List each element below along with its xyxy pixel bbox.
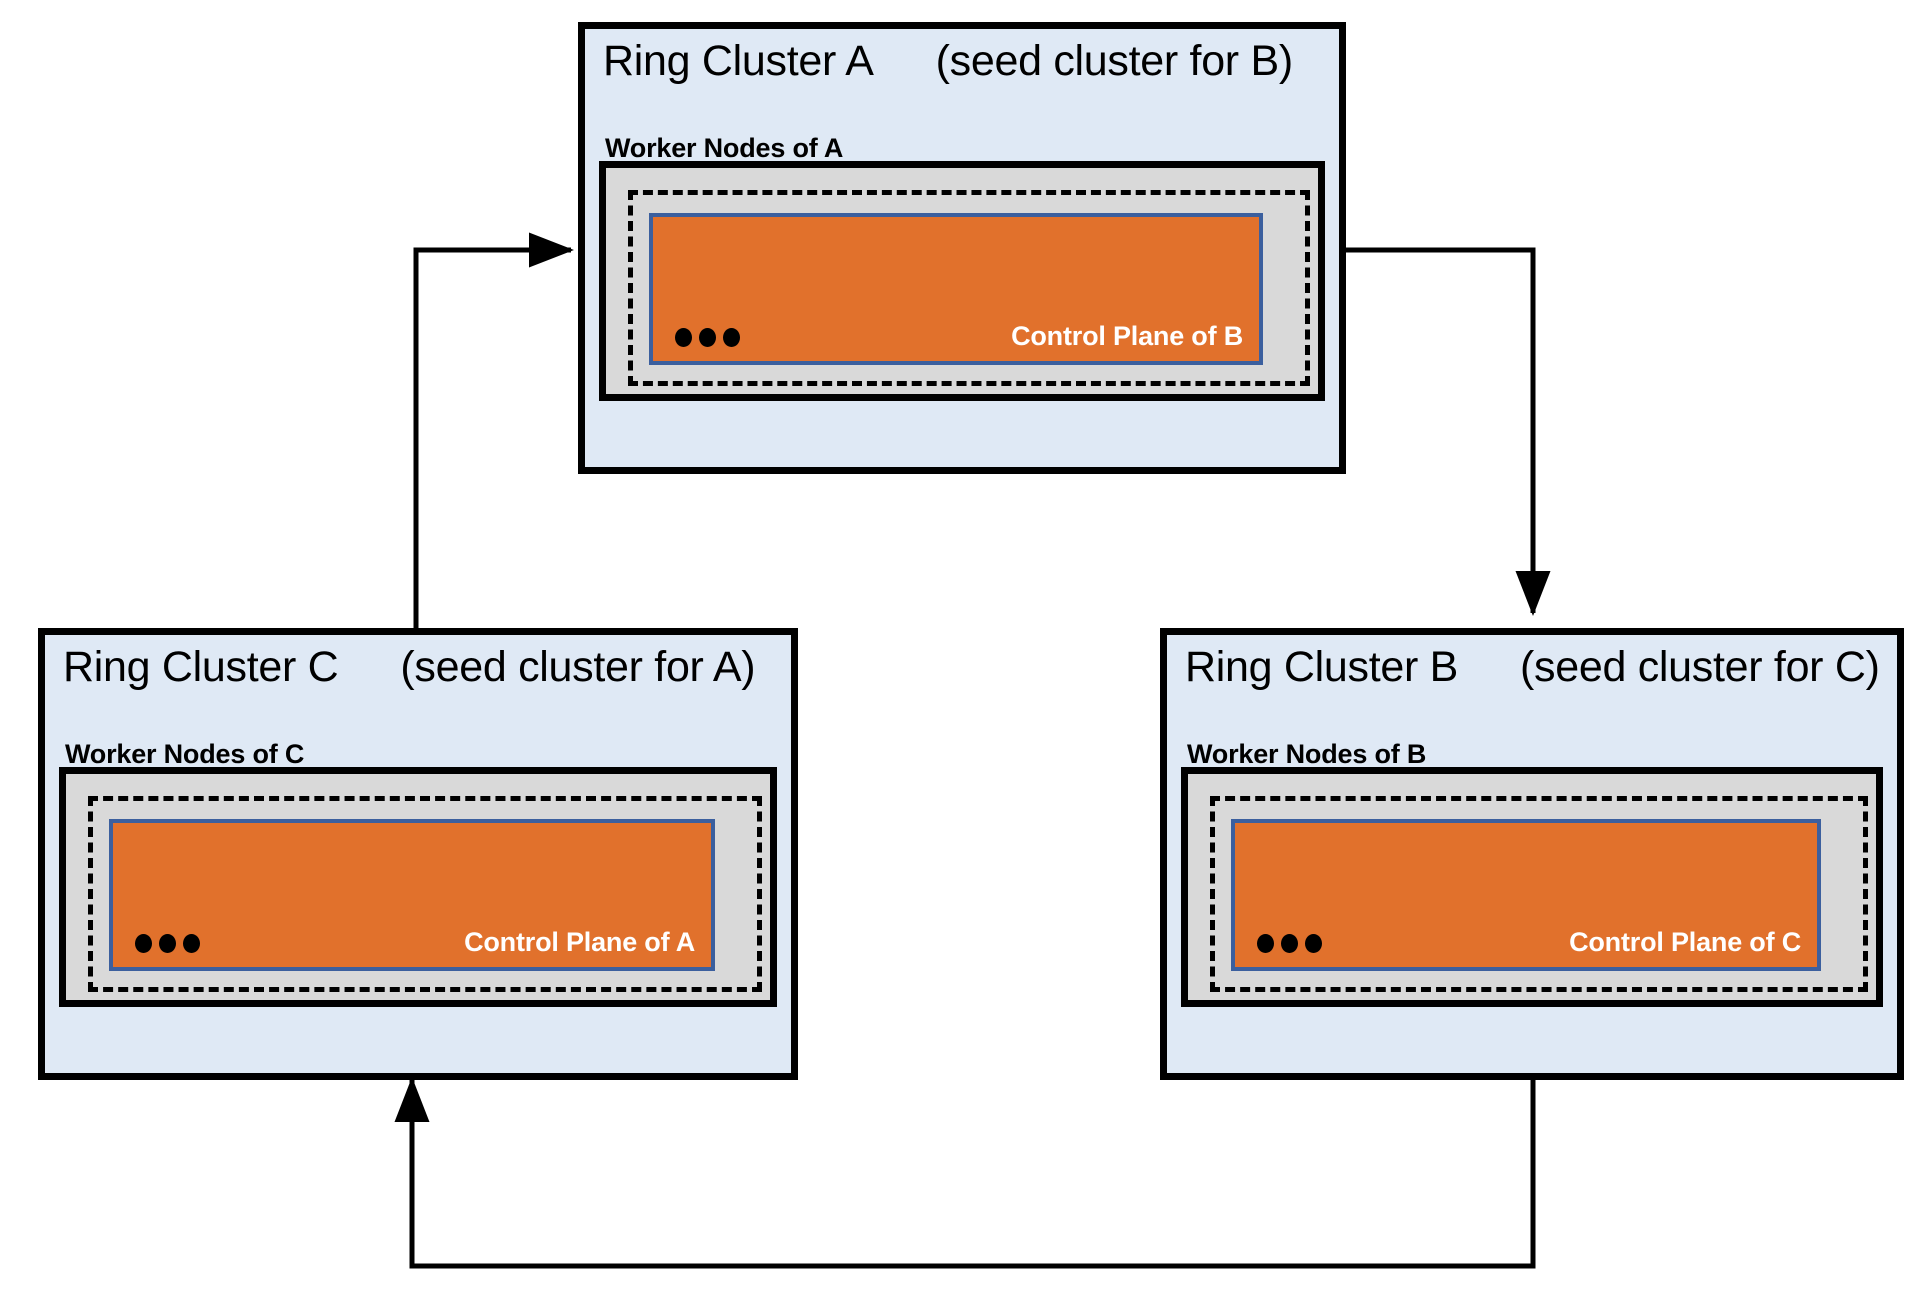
cluster-a-worker-band: Control Plane of B [599,161,1325,401]
cluster-b-title-seed: (seed cluster for C) [1520,643,1880,691]
cluster-b-control-plane-label: Control Plane of C [1569,927,1801,957]
cluster-b-title-name: Ring Cluster B [1185,643,1459,691]
cluster-b-control-plane[interactable]: Control Plane of C [1231,819,1821,971]
cluster-c-node-boundary: Control Plane of A [88,796,762,992]
cluster-c-title: Ring Cluster C (seed cluster for A) [63,643,756,692]
cluster-c-ellipsis-dots [135,934,200,953]
cluster-b-worker-label: Worker Nodes of B [1187,739,1427,769]
cluster-c[interactable]: Ring Cluster C (seed cluster for A) Worke… [38,628,798,1080]
cluster-b-worker-band: Control Plane of C [1181,767,1883,1007]
cluster-a[interactable]: Ring Cluster A (seed cluster for B) Worke… [578,22,1346,474]
cluster-c-worker-label: Worker Nodes of C [65,739,305,769]
cluster-a-title: Ring Cluster A (seed cluster for B) [603,37,1293,86]
arrow-c-to-a [413,232,575,630]
cluster-b-title: Ring Cluster B (seed cluster for C) [1185,643,1880,692]
cluster-a-worker-label: Worker Nodes of A [605,133,844,163]
cluster-c-worker-band: Control Plane of A [59,767,777,1007]
arrow-b-to-c [394,1063,1536,1269]
cluster-c-control-plane[interactable]: Control Plane of A [109,819,715,971]
cluster-c-title-seed: (seed cluster for A) [400,643,756,691]
cluster-a-ellipsis-dots [675,328,740,347]
cluster-a-control-plane-label: Control Plane of B [1011,321,1243,351]
cluster-c-control-plane-label: Control Plane of A [464,927,695,957]
arrow-a-to-b [1346,247,1551,617]
cluster-a-node-boundary: Control Plane of B [628,190,1310,386]
cluster-b-ellipsis-dots [1257,934,1322,953]
cluster-a-title-name: Ring Cluster A [603,37,874,85]
cluster-b[interactable]: Ring Cluster B (seed cluster for C) Worke… [1160,628,1904,1080]
cluster-a-title-seed: (seed cluster for B) [935,37,1294,85]
cluster-c-title-name: Ring Cluster C [63,643,339,691]
cluster-a-control-plane[interactable]: Control Plane of B [649,213,1263,365]
cluster-b-node-boundary: Control Plane of C [1210,796,1868,992]
